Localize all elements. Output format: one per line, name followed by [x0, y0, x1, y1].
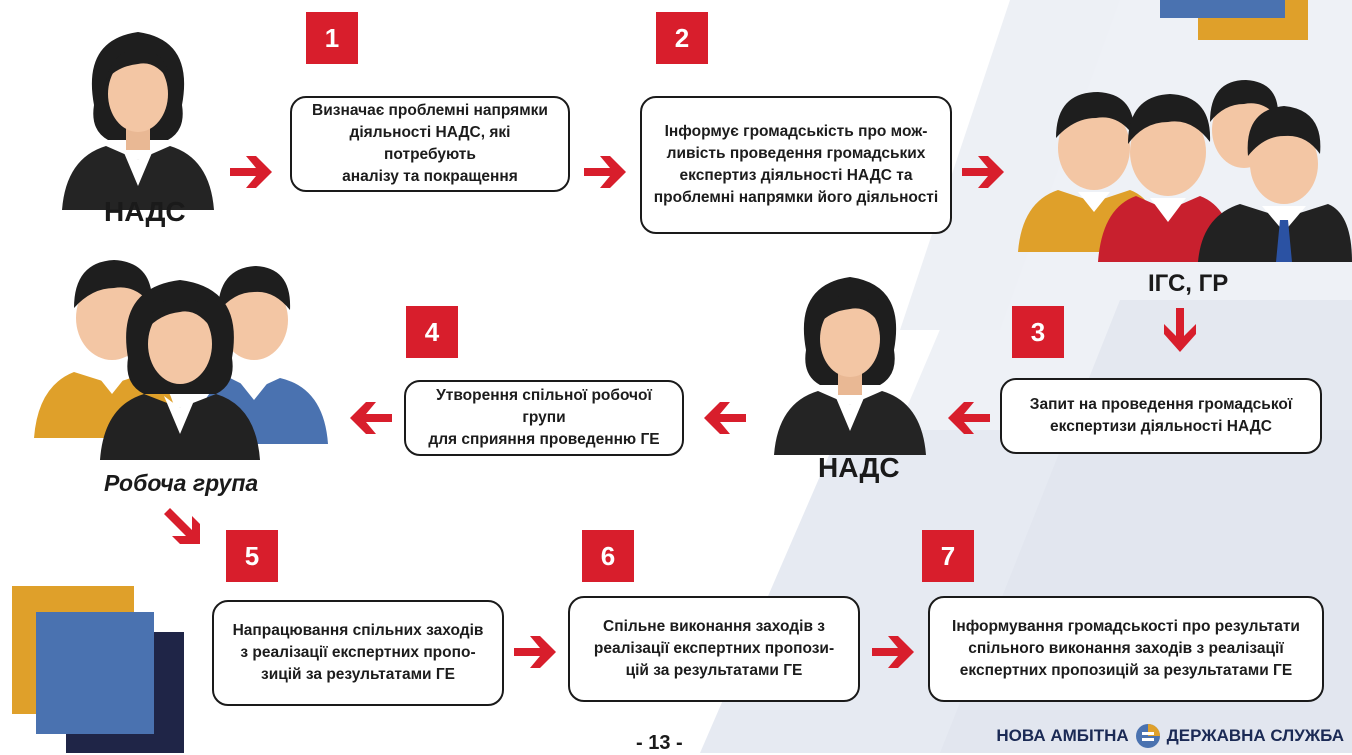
step-5-line-1: Напрацювання спільних заходів — [232, 622, 484, 639]
step-3-line-2: експертизи діяльності НАДС — [1050, 418, 1272, 435]
arrow-right-icon — [514, 636, 556, 668]
step-2-line-1: Інформує громадськість про мож- — [664, 123, 928, 140]
arrow-down-icon — [1164, 308, 1196, 352]
step-number-2: 2 — [656, 12, 708, 64]
step-7-line-1: Інформування громадськості про результат… — [952, 618, 1300, 635]
corner-square-blue-top — [1160, 0, 1285, 18]
arrow-right-icon — [872, 636, 914, 668]
arrow-left-icon — [948, 402, 990, 434]
step-number-3: 3 — [1012, 306, 1064, 358]
working-group-illustration — [34, 260, 328, 460]
step-7-line-3: експертних пропозицій за результатами ГЕ — [959, 662, 1293, 679]
step-box-3: Запит на проведення громадської експерти… — [1000, 378, 1322, 454]
step-number-7: 7 — [922, 530, 974, 582]
step-box-1: Визначає проблемні напрямки діяльності Н… — [290, 96, 570, 192]
step-box-5: Напрацювання спільних заходів з реалізац… — [212, 600, 504, 706]
step-6-line-1: Спільне виконання заходів з — [603, 618, 825, 635]
step-5-line-2: з реалізації експертних пропо- — [240, 644, 476, 661]
brand-text-right: ДЕРЖАВНА СЛУЖБА — [1166, 726, 1344, 745]
brand-logo: НОВА АМБІТНА ДЕРЖАВНА СЛУЖБА — [996, 723, 1344, 749]
step-1-line-2: діяльності НАДС, які потребують — [349, 124, 511, 163]
step-1-line-1: Визначає проблемні напрямки — [312, 102, 548, 119]
actor-label-nads-mid: НАДС — [818, 452, 900, 483]
page-number: - 13 - — [636, 732, 683, 754]
step-4-line-2: для сприяння проведенню ГЕ — [428, 431, 660, 448]
arrow-left-icon — [350, 402, 392, 434]
brand-text-left: НОВА АМБІТНА — [996, 726, 1129, 745]
arrow-down-right-icon — [164, 508, 200, 544]
step-box-6: Спільне виконання заходів з реалізації е… — [568, 596, 860, 702]
step-number-1: 1 — [306, 12, 358, 64]
nads-officer-illustration-mid — [774, 277, 926, 455]
step-4-line-1: Утворення спільної робочої групи — [436, 387, 652, 426]
step-1-line-3: аналізу та покращення — [342, 168, 518, 185]
brand-emblem-icon — [1135, 724, 1160, 748]
actor-label-igs-gr: ІГС, ГР — [1148, 270, 1229, 297]
step-2-line-3: експертиз діяльності НАДС та — [679, 167, 913, 184]
step-number-6: 6 — [582, 530, 634, 582]
step-box-7: Інформування громадськості про результат… — [928, 596, 1324, 702]
step-number-5: 5 — [226, 530, 278, 582]
arrow-right-icon — [584, 156, 626, 188]
step-6-line-3: цій за результатами ГЕ — [625, 662, 803, 679]
step-box-4: Утворення спільної робочої групи для спр… — [404, 380, 684, 456]
arrow-left-icon — [704, 402, 746, 434]
step-number-4: 4 — [406, 306, 458, 358]
corner-square-blue — [36, 612, 154, 734]
step-2-line-2: ливість проведення громадських — [666, 145, 926, 162]
civic-group-illustration — [1018, 80, 1352, 262]
actor-label-working-group: Робоча група — [104, 470, 259, 496]
nads-officer-illustration-top — [62, 32, 214, 210]
step-3-line-1: Запит на проведення громадської — [1029, 396, 1293, 413]
arrow-right-icon — [230, 156, 272, 188]
step-box-2: Інформує громадськість про мож- ливість … — [640, 96, 952, 234]
actor-label-nads-top: НАДС — [104, 196, 186, 227]
step-2-line-4: проблемні напрямки його діяльності — [653, 189, 939, 206]
step-5-line-3: зицій за результатами ГЕ — [260, 666, 455, 683]
step-6-line-2: реалізації експертних пропози- — [593, 640, 835, 657]
step-7-line-2: спільного виконання заходів з реалізації — [968, 640, 1284, 657]
arrow-right-icon — [962, 156, 1004, 188]
